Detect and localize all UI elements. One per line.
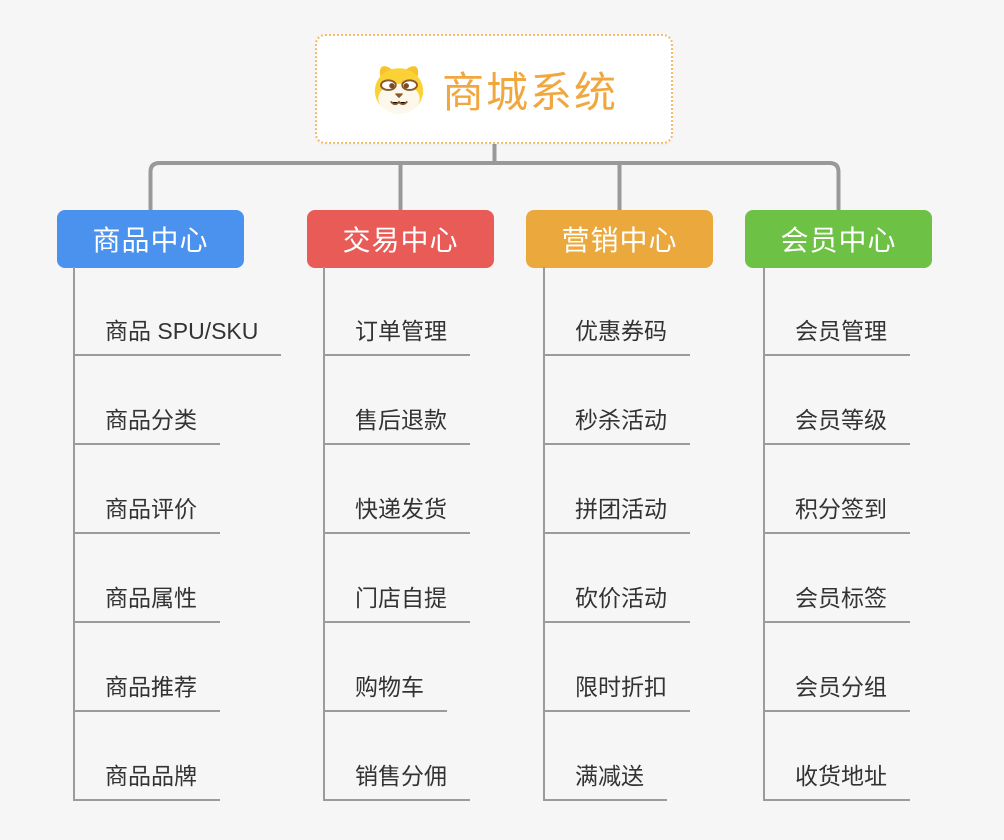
leaf-label: 销售分佣	[323, 757, 470, 801]
leaf-topic[interactable]: 商品 SPU/SKU	[73, 267, 282, 356]
leaf-topic[interactable]: 商品品牌	[73, 712, 281, 801]
leaf-label: 商品分类	[73, 401, 220, 445]
leaf-topic[interactable]: 门店自提	[323, 534, 470, 623]
leaf-label: 商品推荐	[73, 668, 220, 712]
column-spine-line	[763, 267, 765, 801]
leaf-label: 售后退款	[323, 401, 470, 445]
leaf-topic[interactable]: 销售分佣	[323, 712, 470, 801]
leaf-label: 会员等级	[763, 401, 910, 445]
leaf-label: 会员分组	[763, 668, 910, 712]
doge-icon	[374, 66, 424, 114]
leaf-label: 会员标签	[763, 579, 910, 623]
leaf-topic[interactable]: 商品属性	[73, 534, 281, 623]
branch-label: 交易中心	[342, 225, 459, 256]
leaf-topic[interactable]: 售后退款	[323, 356, 470, 445]
leaf-label: 商品属性	[73, 579, 220, 623]
leaf-label: 门店自提	[323, 579, 470, 623]
leaf-column-member: 会员管理 会员等级 积分签到 会员标签 会员分组 收货地址	[763, 267, 910, 801]
leaf-topic[interactable]: 优惠券码	[543, 267, 690, 356]
leaf-topic[interactable]: 拼团活动	[543, 445, 690, 534]
root-node[interactable]: 商城系统	[315, 34, 673, 144]
leaf-topic[interactable]: 购物车	[323, 623, 470, 712]
leaf-topic[interactable]: 商品推荐	[73, 623, 281, 712]
leaf-topic[interactable]: 收货地址	[763, 712, 910, 801]
leaf-label: 优惠券码	[543, 312, 690, 356]
leaf-column-trade: 订单管理 售后退款 快递发货 门店自提 购物车 销售分佣	[323, 267, 470, 801]
leaf-label: 收货地址	[763, 757, 910, 801]
branch-node-product-center[interactable]: 商品中心	[57, 210, 244, 268]
leaf-label: 秒杀活动	[543, 401, 690, 445]
leaf-topic[interactable]: 积分签到	[763, 445, 910, 534]
branch-node-member-center[interactable]: 会员中心	[745, 210, 932, 268]
leaf-topic[interactable]: 砍价活动	[543, 534, 690, 623]
branch-label: 会员中心	[780, 225, 897, 256]
leaf-column-marketing: 优惠券码 秒杀活动 拼团活动 砍价活动 限时折扣 满减送	[543, 267, 690, 801]
leaf-label: 商品评价	[73, 490, 220, 534]
leaf-topic[interactable]: 商品分类	[73, 356, 281, 445]
column-spine-line	[543, 267, 545, 801]
leaf-label: 快递发货	[323, 490, 470, 534]
branch-bus-line	[148, 161, 841, 210]
leaf-label: 砍价活动	[543, 579, 690, 623]
leaf-topic[interactable]: 会员分组	[763, 623, 910, 712]
leaf-label: 会员管理	[763, 312, 910, 356]
leaf-column-product: 商品 SPU/SKU 商品分类 商品评价 商品属性 商品推荐 商品品牌	[73, 267, 282, 801]
leaf-label: 商品品牌	[73, 757, 220, 801]
branch-label: 营销中心	[561, 225, 678, 256]
leaf-topic[interactable]: 满减送	[543, 712, 690, 801]
leaf-label: 商品 SPU/SKU	[73, 312, 282, 356]
column-spine-line	[73, 267, 75, 801]
root-title: 商城系统	[441, 68, 618, 116]
branch-label: 商品中心	[92, 225, 209, 256]
leaf-topic[interactable]: 商品评价	[73, 445, 281, 534]
leaf-label: 订单管理	[323, 312, 470, 356]
leaf-topic[interactable]: 限时折扣	[543, 623, 690, 712]
leaf-topic[interactable]: 会员管理	[763, 267, 910, 356]
branch-node-marketing-center[interactable]: 营销中心	[526, 210, 713, 268]
leaf-label: 拼团活动	[543, 490, 690, 534]
leaf-label: 积分签到	[763, 490, 910, 534]
branch-node-trade-center[interactable]: 交易中心	[307, 210, 494, 268]
column-spine-line	[323, 267, 325, 801]
leaf-topic[interactable]: 会员等级	[763, 356, 910, 445]
leaf-topic[interactable]: 秒杀活动	[543, 356, 690, 445]
leaf-label: 限时折扣	[543, 668, 690, 712]
leaf-label: 购物车	[323, 668, 447, 712]
leaf-topic[interactable]: 会员标签	[763, 534, 910, 623]
leaf-label: 满减送	[543, 757, 667, 801]
leaf-topic[interactable]: 快递发货	[323, 445, 470, 534]
leaf-topic[interactable]: 订单管理	[323, 267, 470, 356]
